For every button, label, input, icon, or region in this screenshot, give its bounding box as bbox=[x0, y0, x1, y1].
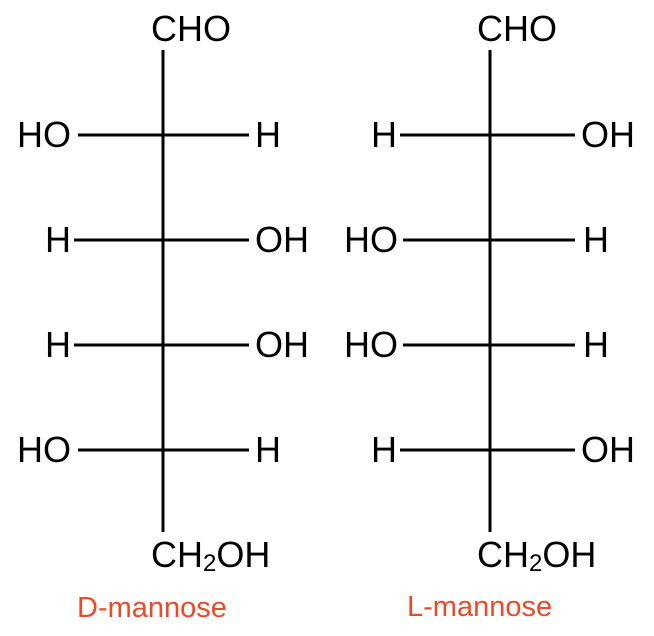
d-mannose-name: D-mannose bbox=[77, 592, 227, 624]
bottom-group-main: CH bbox=[477, 534, 529, 575]
d-mannose-c2-right: H bbox=[255, 114, 281, 155]
l-mannose-c2-left: H bbox=[371, 114, 397, 155]
d-mannose-c5-left: HO bbox=[17, 429, 71, 470]
d-mannose-top-group: CHO bbox=[151, 8, 231, 49]
bottom-group-tail: OH bbox=[216, 534, 271, 575]
l-mannose-name: L-mannose bbox=[407, 591, 553, 623]
bottom-group-main: CH bbox=[151, 534, 203, 575]
l-mannose-c4-right: H bbox=[583, 324, 609, 365]
bottom-group-subscript: 2 bbox=[203, 550, 217, 577]
d-mannose-c4-right: OH bbox=[255, 324, 309, 365]
l-mannose-c3-right: H bbox=[583, 219, 609, 260]
l-mannose-c2-right: OH bbox=[581, 114, 635, 155]
l-mannose-c5-right: OH bbox=[581, 429, 635, 470]
l-mannose-c5-left: H bbox=[371, 429, 397, 470]
bottom-group-tail: OH bbox=[542, 534, 597, 575]
d-mannose-bonds bbox=[74, 50, 249, 532]
d-mannose-bottom-group: CH2OH bbox=[151, 534, 271, 576]
d-mannose-c2-left: HO bbox=[17, 114, 71, 155]
bottom-group-subscript: 2 bbox=[529, 550, 543, 577]
l-mannose-bottom-group: CH2OH bbox=[477, 534, 597, 576]
d-mannose-c4-left: H bbox=[45, 324, 71, 365]
d-mannose-c5-right: H bbox=[255, 429, 281, 470]
l-mannose-c4-left: HO bbox=[344, 324, 398, 365]
l-mannose-top-group: CHO bbox=[477, 8, 557, 49]
d-mannose-c3-left: H bbox=[45, 219, 71, 260]
l-mannose-c3-left: HO bbox=[344, 219, 398, 260]
d-mannose-c3-right: OH bbox=[255, 219, 309, 260]
l-mannose-bonds bbox=[400, 50, 575, 532]
